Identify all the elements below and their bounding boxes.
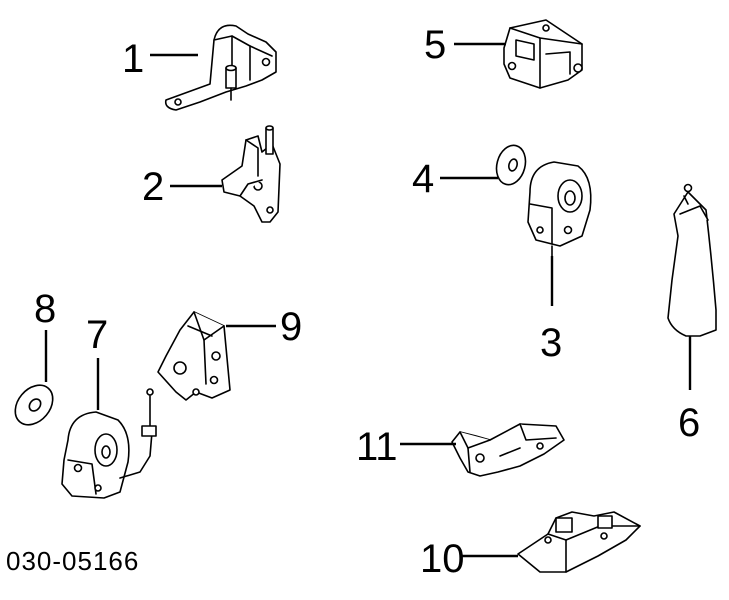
part-11-bracket [451,423,565,477]
callout-2: 2 [142,165,164,209]
callout-3: 3 [540,321,562,365]
part-2-stud-bracket [221,125,281,223]
callout-6: 6 [678,401,700,445]
callout-5: 5 [424,23,446,67]
part-7-mount-with-cable [61,388,157,499]
callout-1: 1 [122,37,144,81]
part-4-washer [495,144,527,186]
part-5-block-mount [503,19,583,89]
part-1-mount-bracket [164,24,277,111]
callout-9: 9 [280,305,302,349]
callout-8: 8 [34,287,56,331]
callout-4: 4 [412,157,434,201]
callout-10: 10 [420,537,465,581]
part-10-base-mount [517,511,641,573]
callout-11: 11 [356,425,398,469]
part-8-washer [14,384,54,426]
part-3-insulator-mount [527,161,592,257]
catalog-number: 030-05166 [6,546,139,576]
part-6-heat-shield [667,183,717,337]
part-9-bracket [157,311,231,401]
callout-7: 7 [86,313,108,357]
